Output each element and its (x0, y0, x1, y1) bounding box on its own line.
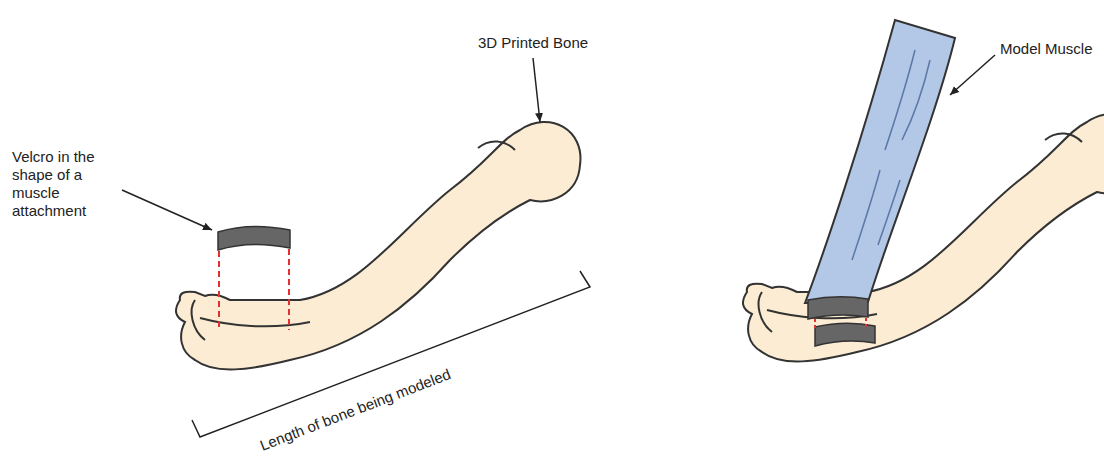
length-bracket (192, 271, 590, 437)
callout-label: Model Muscle (1000, 40, 1100, 58)
leader-arrow (122, 190, 212, 230)
dimension-label: Length of bone being modeled (257, 365, 453, 454)
leader-arrow (533, 58, 540, 122)
model-muscle (805, 20, 955, 303)
callout-label: 3D Printed Bone (478, 34, 618, 52)
guide-line (814, 319, 816, 328)
guide-line (288, 249, 290, 330)
guide-line (865, 318, 867, 327)
printed-bone (743, 114, 1104, 361)
leader-arrow (950, 55, 995, 95)
velcro-strip (808, 297, 868, 319)
velcro-strip (218, 226, 290, 250)
printed-bone (176, 122, 580, 369)
callout-label: Velcro in the shape of a muscle attachme… (12, 148, 116, 220)
guide-line (218, 251, 220, 330)
